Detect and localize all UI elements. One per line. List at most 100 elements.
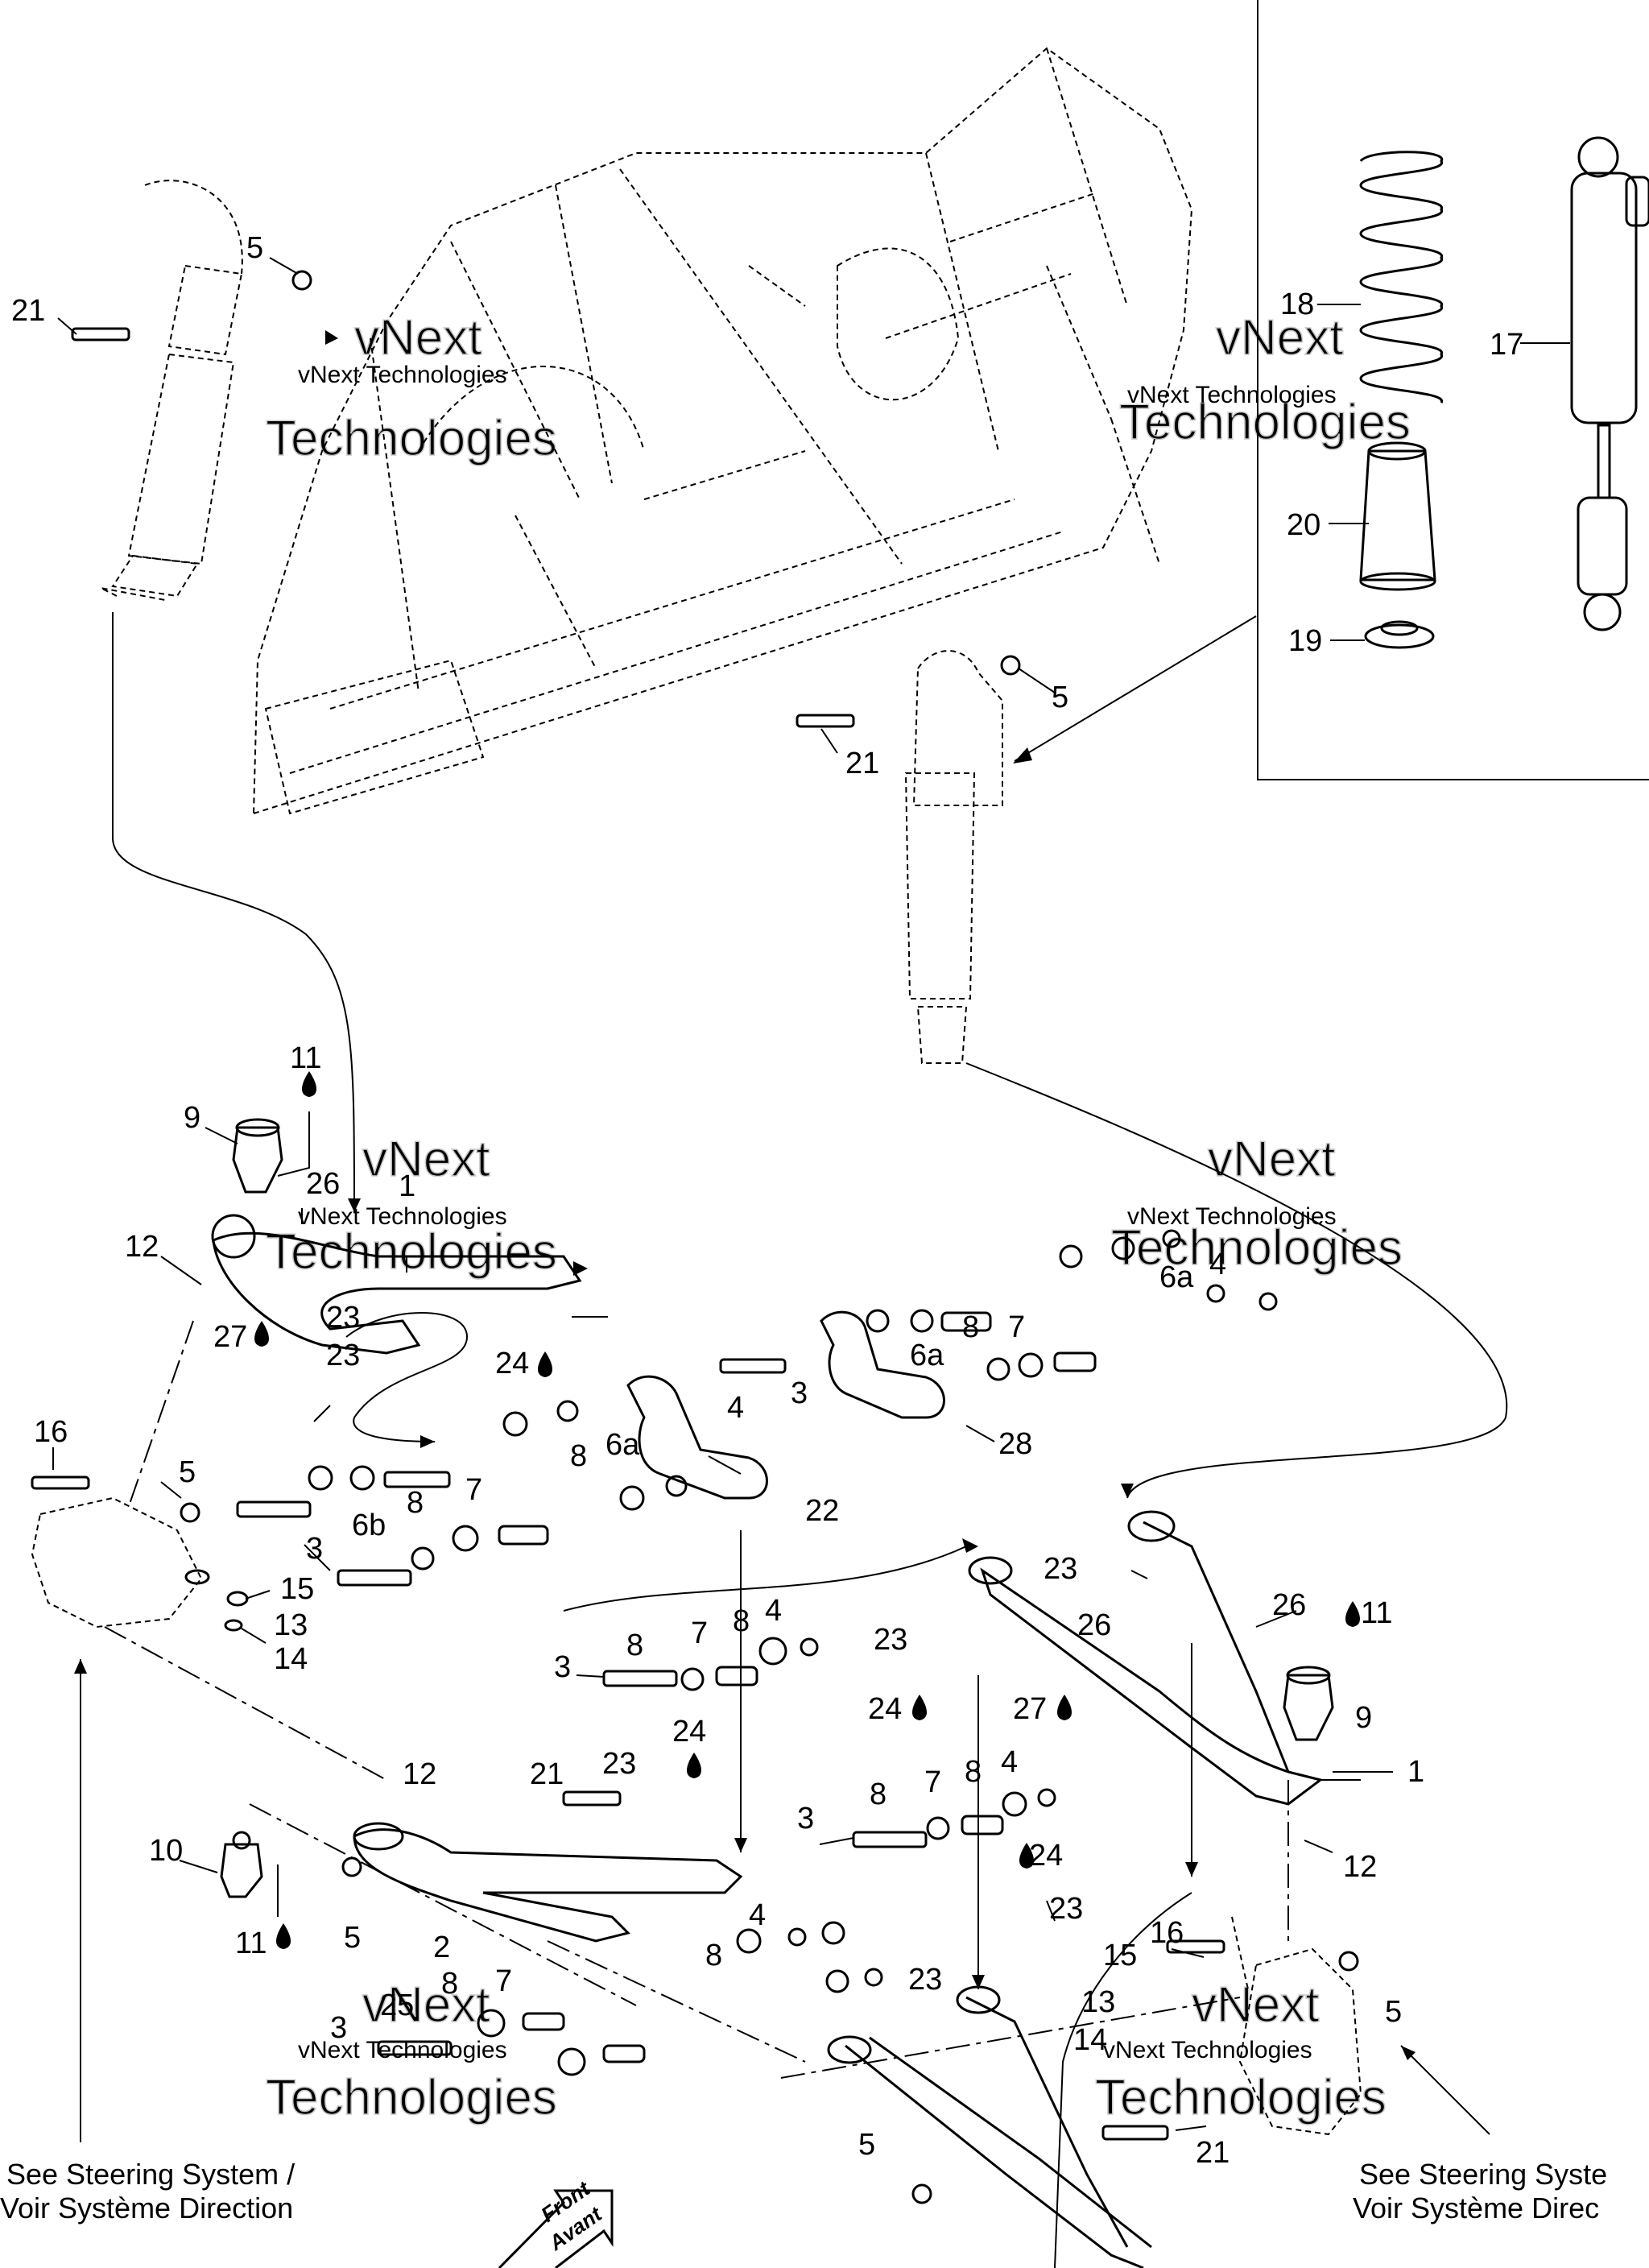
callout: 17	[1490, 328, 1523, 362]
callout: 12	[1343, 1850, 1377, 1884]
callout: 8	[962, 1310, 979, 1344]
oil-drop-icon	[302, 1071, 316, 1097]
see-steering-note-left: See Steering System /	[6, 2158, 295, 2191]
see-steering-note-right-fr: Voir Système Direc	[1353, 2191, 1599, 2225]
callout: 22	[805, 1494, 839, 1528]
lower-a-arm-right	[827, 1985, 1152, 2268]
watermark-vnext: vNext	[362, 1132, 490, 1187]
lubricant-drop-icons	[254, 1071, 1360, 1949]
bolt	[236, 1500, 312, 1518]
callout: 24	[672, 1715, 706, 1749]
callout: 8	[705, 1939, 722, 1972]
front-direction-arrow: Front Avant	[498, 2175, 614, 2268]
callout: 1	[1407, 1755, 1424, 1789]
watermark-small-text: vNext Technologies	[1127, 382, 1337, 408]
callout: 21	[530, 1757, 564, 1791]
see-steering-note-right: See Steering Syste	[1359, 2158, 1607, 2191]
callout: 8	[407, 1486, 424, 1520]
callout: 8	[965, 1755, 982, 1789]
watermark-vnext: vNext	[1208, 1132, 1335, 1187]
hardware-parts	[31, 270, 1359, 2204]
callout: 5	[858, 2128, 875, 2162]
callout: 3	[797, 1802, 814, 1836]
callout: 5	[344, 1921, 361, 1955]
arrowheads	[74, 330, 1415, 2060]
watermark-technologies: Technologies	[266, 2070, 557, 2125]
callout: 16	[34, 1415, 68, 1449]
oil-drop-icon	[1019, 1843, 1034, 1869]
oil-drop-icon	[538, 1351, 552, 1377]
callout: 24	[868, 1692, 902, 1726]
watermark-vnext: vNext	[354, 310, 481, 366]
callout: 15	[1103, 1939, 1137, 1972]
callout: 3	[330, 2011, 347, 2045]
watermark-vnext: vNext	[1192, 1977, 1319, 2033]
oil-drop-icon	[1057, 1695, 1072, 1720]
spring-cup	[1359, 441, 1436, 591]
callout: 1	[399, 1169, 415, 1203]
callout: 23	[908, 1963, 942, 1997]
watermark-vnext: vNext	[1216, 310, 1343, 366]
callout: 3	[306, 1532, 323, 1566]
watermark-layer: vNext Technologies vNext Technologies vN…	[265, 309, 1411, 2126]
callout: 4	[765, 1594, 782, 1628]
watermark-technologies: Technologies	[266, 1224, 557, 1280]
callout: 8	[441, 1967, 458, 2001]
watermark-small-text: vNext Technologies	[1103, 2037, 1312, 2063]
callout: 25	[380, 1989, 414, 2022]
reference-notes: See Steering System / Voir Système Direc…	[0, 2158, 1607, 2225]
oil-drop-icon	[254, 1321, 269, 1347]
callout: 4	[1001, 1745, 1018, 1779]
callout: 11	[290, 1041, 321, 1075]
shock-detail-inset	[1257, 0, 1649, 780]
callout: 2	[433, 1931, 450, 1964]
watermark-small-text: vNext Technologies	[298, 1203, 507, 1230]
lower-a-arm-left	[353, 1822, 743, 1943]
callout: 8	[870, 1778, 886, 1811]
watermark-technologies: Technologies	[1095, 2070, 1387, 2125]
watermark-small-text: vNext Technologies	[1127, 1203, 1337, 1230]
callout: 4	[749, 1898, 766, 1932]
callout: 23	[1044, 1552, 1077, 1586]
coil-spring	[1359, 151, 1443, 404]
callout: 24	[495, 1347, 529, 1380]
oil-drop-icon	[276, 1923, 291, 1949]
callout: 13	[274, 1608, 308, 1642]
support-bracket-22	[626, 1375, 768, 1500]
callout-labels: 5 21 5 21 18 17 20 19 11 9 26 1 12 27 23…	[11, 231, 1523, 2170]
callout: 14	[1073, 2023, 1107, 2057]
callout: 26	[306, 1167, 340, 1201]
callout: 6a	[1159, 1260, 1194, 1294]
callout: 18	[1280, 288, 1314, 321]
upper-a-arm-left	[211, 1214, 582, 1355]
callout: 11	[235, 1927, 267, 1960]
callout: 23	[326, 1301, 360, 1335]
callout: 7	[1008, 1310, 1025, 1344]
callout: 7	[691, 1616, 708, 1650]
callout: 12	[403, 1757, 436, 1791]
callout: 19	[1288, 624, 1322, 658]
callout: 21	[845, 747, 879, 780]
callout: 21	[1196, 2136, 1230, 2170]
ball-joint-left	[232, 1118, 283, 1194]
watermark-technologies: Technologies	[266, 411, 557, 466]
callout: 23	[1049, 1892, 1083, 1926]
callout: 10	[149, 1834, 183, 1868]
guide-lines	[80, 612, 1508, 2268]
callout: 9	[184, 1101, 200, 1135]
watermark-vnext: vNext	[362, 1977, 490, 2033]
watermark-technologies: Technologies	[1111, 1220, 1403, 1276]
right-shock-absorber	[904, 650, 1003, 1064]
callout: 16	[1150, 1916, 1184, 1950]
callout: 11	[1361, 1596, 1392, 1630]
callout: 6b	[352, 1509, 386, 1542]
steering-knuckle-left	[31, 1496, 203, 1629]
callout: 7	[924, 1765, 941, 1799]
see-steering-note-left-fr: Voir Système Direction	[0, 2191, 293, 2225]
callout: 26	[1272, 1588, 1306, 1622]
ball-joint-lower-left	[220, 1831, 263, 1898]
steering-knuckle-right	[1238, 1947, 1362, 2136]
vehicle-frame	[252, 47, 1193, 815]
spring-retainer	[1364, 620, 1435, 649]
